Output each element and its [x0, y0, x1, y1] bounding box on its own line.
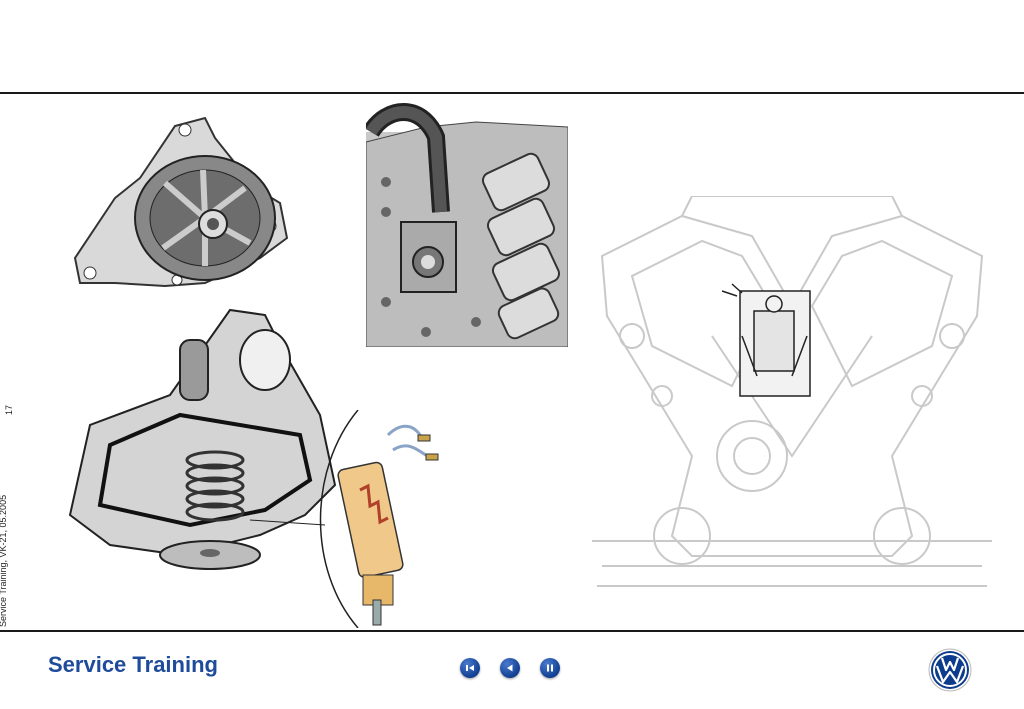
- thermostat-heater-detail-illustration: [319, 410, 439, 628]
- page-number: 17: [4, 404, 15, 416]
- previous-slide-button[interactable]: [500, 658, 520, 678]
- footer-title: Service Training: [48, 652, 218, 677]
- vw-logo: [928, 648, 972, 692]
- side-note: 17 Service Training, VK-21, 05.2005: [0, 405, 19, 627]
- play-back-icon: [507, 664, 513, 672]
- pause-icon: [547, 664, 553, 672]
- first-slide-button[interactable]: [460, 658, 480, 678]
- water-pump-illustration: [73, 116, 289, 288]
- footer-note: Service Training, VK-21, 05.2005: [0, 494, 8, 627]
- engine-cross-section-illustration: [592, 196, 992, 587]
- pause-button[interactable]: [540, 658, 560, 678]
- rewind-to-start-icon: [466, 665, 474, 671]
- thermostat-housing-illustration: [68, 308, 337, 570]
- bottom-rule: [0, 630, 1024, 632]
- coolant-hose-cylinder-head-illustration: [366, 103, 568, 347]
- top-rule: [0, 92, 1024, 94]
